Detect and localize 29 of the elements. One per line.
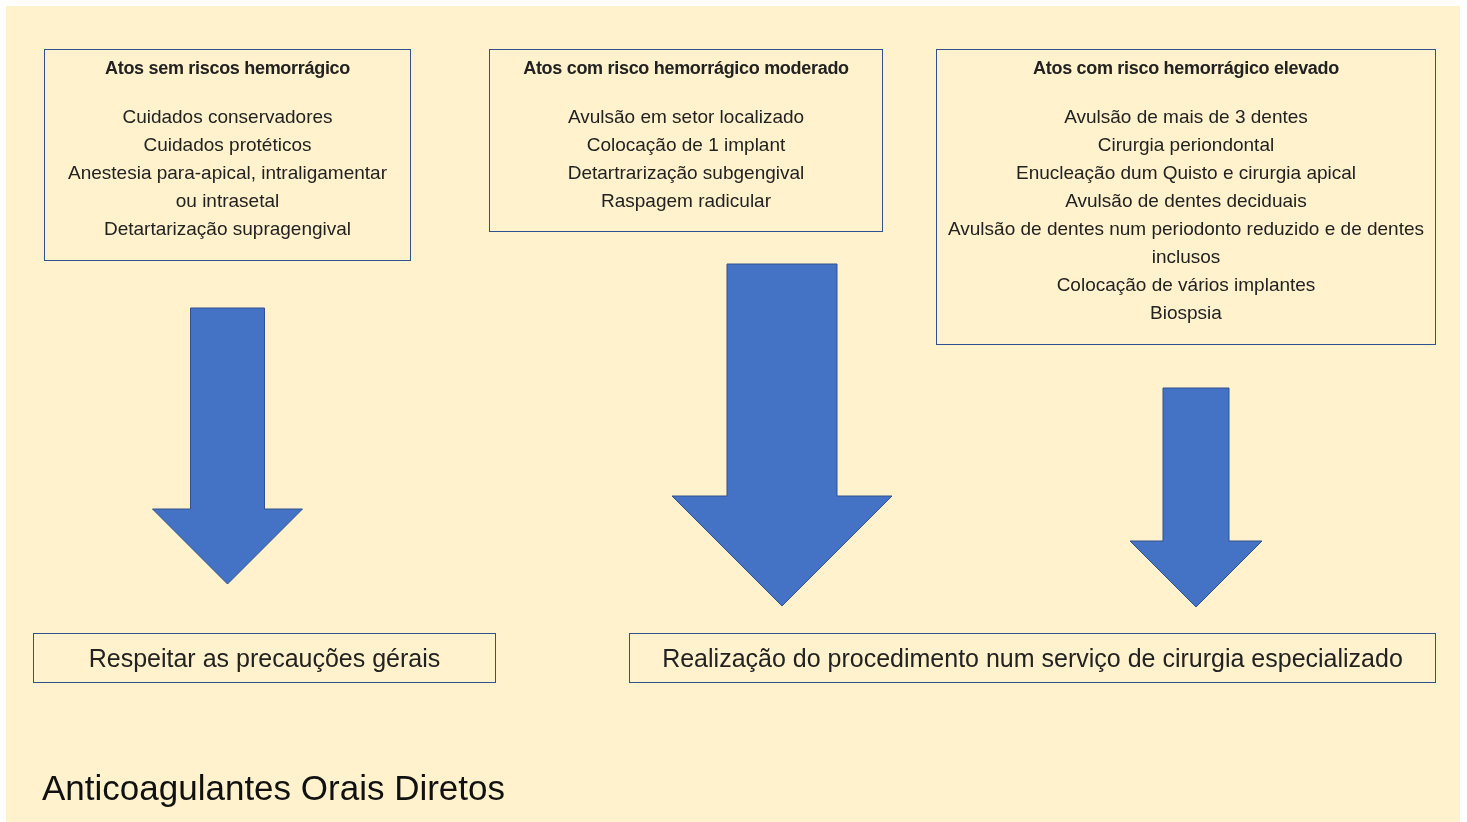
list-item: Cuidados protéticos — [142, 133, 313, 157]
box-heading: Atos com risco hemorrágico moderado — [523, 58, 849, 79]
list-item: Avulsão de dentes num periodonto reduzido e de dentes inclusos — [946, 217, 1426, 269]
list-item: Avulsão de mais de 3 dentes — [1063, 105, 1309, 129]
block-arrow — [152, 307, 303, 585]
box-heading: Atos sem riscos hemorrágico — [105, 58, 350, 79]
block-arrow — [671, 263, 893, 607]
list-item: Colocação de vários implantes — [1055, 273, 1317, 297]
text-box — [629, 633, 1436, 683]
text-box — [936, 49, 1436, 345]
list-item: Avulsão de dentes deciduais — [1064, 189, 1308, 213]
list-item: Avulsão em setor localizado — [566, 105, 806, 129]
list-item: Raspagem radicular — [600, 189, 772, 213]
list-item: Cirurgia periondontal — [1096, 133, 1276, 157]
box-heading: Atos com risco hemorrágico elevado — [1033, 58, 1339, 79]
diagram-title: Anticoagulantes Orais Diretos — [42, 768, 505, 808]
text-box — [44, 49, 411, 261]
result-text: Respeitar as precauções gérais — [88, 643, 441, 673]
list-item: Biospsia — [1149, 301, 1223, 325]
block-arrow — [1129, 387, 1263, 608]
list-item: Enucleação dum Quisto e cirurgia apical — [1014, 161, 1358, 185]
list-item: Anestesia para-apical, intraligamentar ou intrasetal — [67, 161, 388, 213]
text-box — [489, 49, 883, 232]
list-item: Colocação de 1 implant — [585, 133, 787, 157]
list-item: Detartarização supragengival — [102, 217, 353, 241]
list-item: Detartrarização subgengival — [566, 161, 806, 185]
result-text: Realização do procedimento num serviço de cirurgia especializado — [662, 643, 1403, 673]
text-box — [33, 633, 496, 683]
list-item: Cuidados conservadores — [121, 105, 334, 129]
